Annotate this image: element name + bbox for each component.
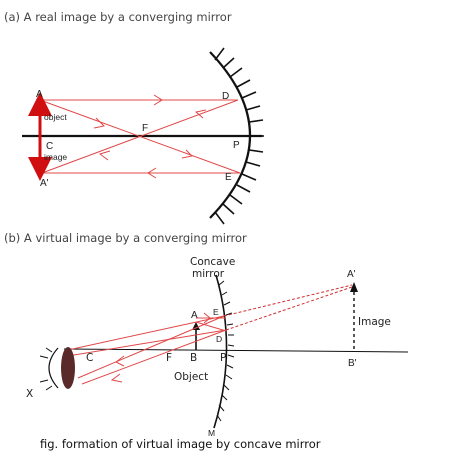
ray-arrows-b [110,312,211,383]
label-A-prime-b: A' [347,269,356,280]
dashed-extensions-b [223,284,353,331]
label-C-b: C [86,352,93,364]
label-P-b: P [220,352,226,364]
rays-b [67,315,227,385]
label-mirror: mirror [192,268,225,280]
eye-icon [39,347,75,391]
label-image-b: Image [358,316,391,328]
label-E-a: E [225,172,232,183]
label-D-a: D [222,91,229,102]
label-F-b: F [166,352,172,364]
mirror-hatching-b [216,280,235,422]
ray-arrows-a [93,94,207,179]
caption-b: (b) A virtual image by a converging mirr… [4,231,247,245]
caption-a: (a) A real image by a converging mirror [4,10,232,24]
label-B-prime-b: B' [348,358,357,369]
rays-a [39,99,241,174]
figure-caption: fig. formation of virtual image by conca… [40,437,321,451]
label-X-b: X [26,388,33,400]
label-A-b: A [191,310,198,321]
diagram-real-image: A object C image A' F P D E [22,47,264,225]
virtual-image-arrowhead [350,282,358,292]
concave-mirror-a [209,51,251,219]
label-E-b: E [213,307,219,317]
label-object-b: Object [174,371,208,383]
diagram-virtual-image: Concave mirror A' Image B' A E D F B P C… [26,256,409,438]
label-D-b: D [216,334,222,344]
label-M-b: M [208,428,215,438]
label-object-a: object [44,112,67,122]
principal-axis-b [63,348,409,353]
label-B-b: B [190,352,197,364]
concave-mirror-b [213,274,228,429]
label-P-a: P [233,140,240,151]
label-concave: Concave [190,256,235,268]
label-A-a: A [36,89,43,100]
mirror-hatching-a [214,47,264,225]
label-image-a: image [44,152,67,162]
label-C-a: C [46,141,53,152]
label-F-a: F [142,123,148,134]
label-A-prime-a: A' [40,178,49,189]
object-arrowhead-b [192,322,200,330]
